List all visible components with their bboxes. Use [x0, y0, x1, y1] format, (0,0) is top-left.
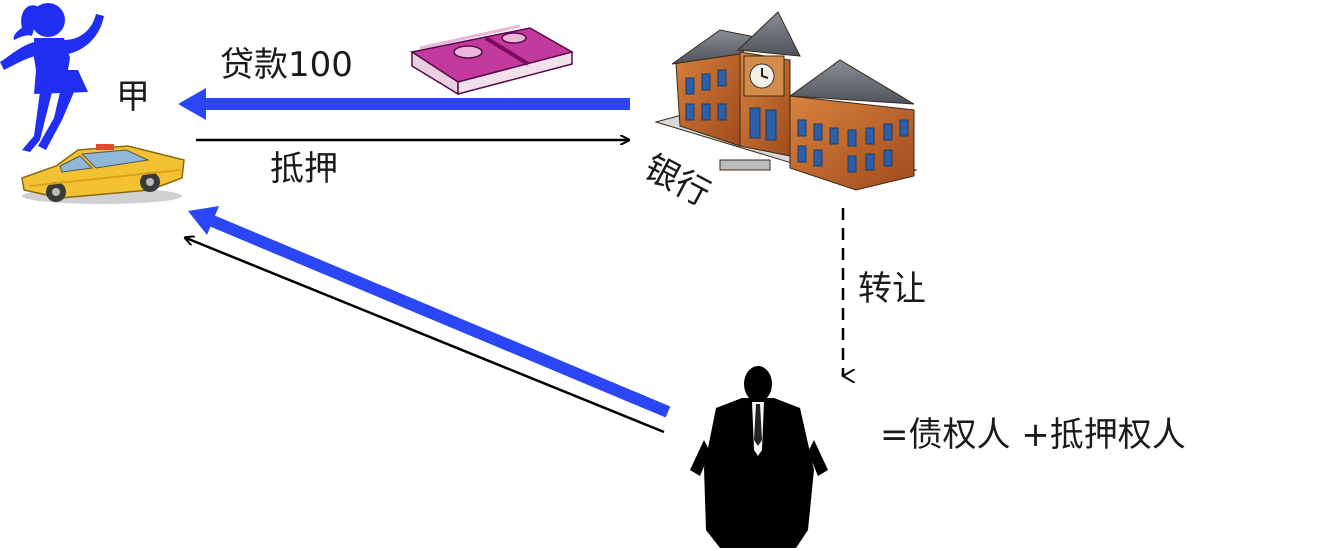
- creditor-mortgage-arrow: [186, 238, 665, 434]
- creditor-claim-arrow: [188, 206, 671, 418]
- money-stack-icon: [410, 24, 574, 96]
- loan-arrow: [178, 88, 630, 120]
- mortgage-label: 抵押: [270, 149, 338, 189]
- loan-label: 贷款100: [220, 45, 353, 85]
- transfer-label: 转让: [858, 269, 926, 309]
- taxi-car-icon: [21, 144, 185, 204]
- creditor-equation-label: =债权人 +抵押权人: [880, 415, 1186, 455]
- bank-building-icon: [654, 11, 918, 191]
- woman-silhouette-icon: [0, 3, 104, 152]
- person-a-label: 甲: [116, 77, 150, 117]
- businessman-silhouette-icon: [690, 366, 828, 548]
